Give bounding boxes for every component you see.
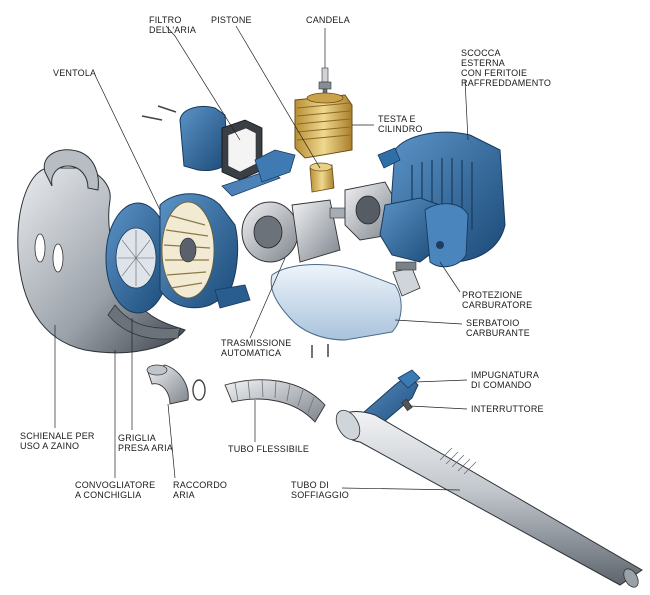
fuel-tank [270,261,421,358]
piston [309,162,335,193]
leader-lines [54,25,469,491]
intake-grille [105,202,171,314]
fan-impeller [159,193,251,309]
blower-tube [335,409,643,588]
air-elbow [146,364,206,405]
label-pistone: PISTONE [211,15,252,25]
cylinder-head [294,92,353,159]
label-candela: CANDELA [306,15,350,25]
label-interruttore: INTERRUTTORE [471,404,544,414]
air-filter [141,105,296,197]
flex-hose [224,378,326,423]
label-tubo-flessibile: TUBO FLESSIBILE [228,444,310,454]
automatic-transmission [241,199,361,263]
carburetor-guard [379,197,469,268]
label-ventola: VENTOLA [53,68,97,78]
